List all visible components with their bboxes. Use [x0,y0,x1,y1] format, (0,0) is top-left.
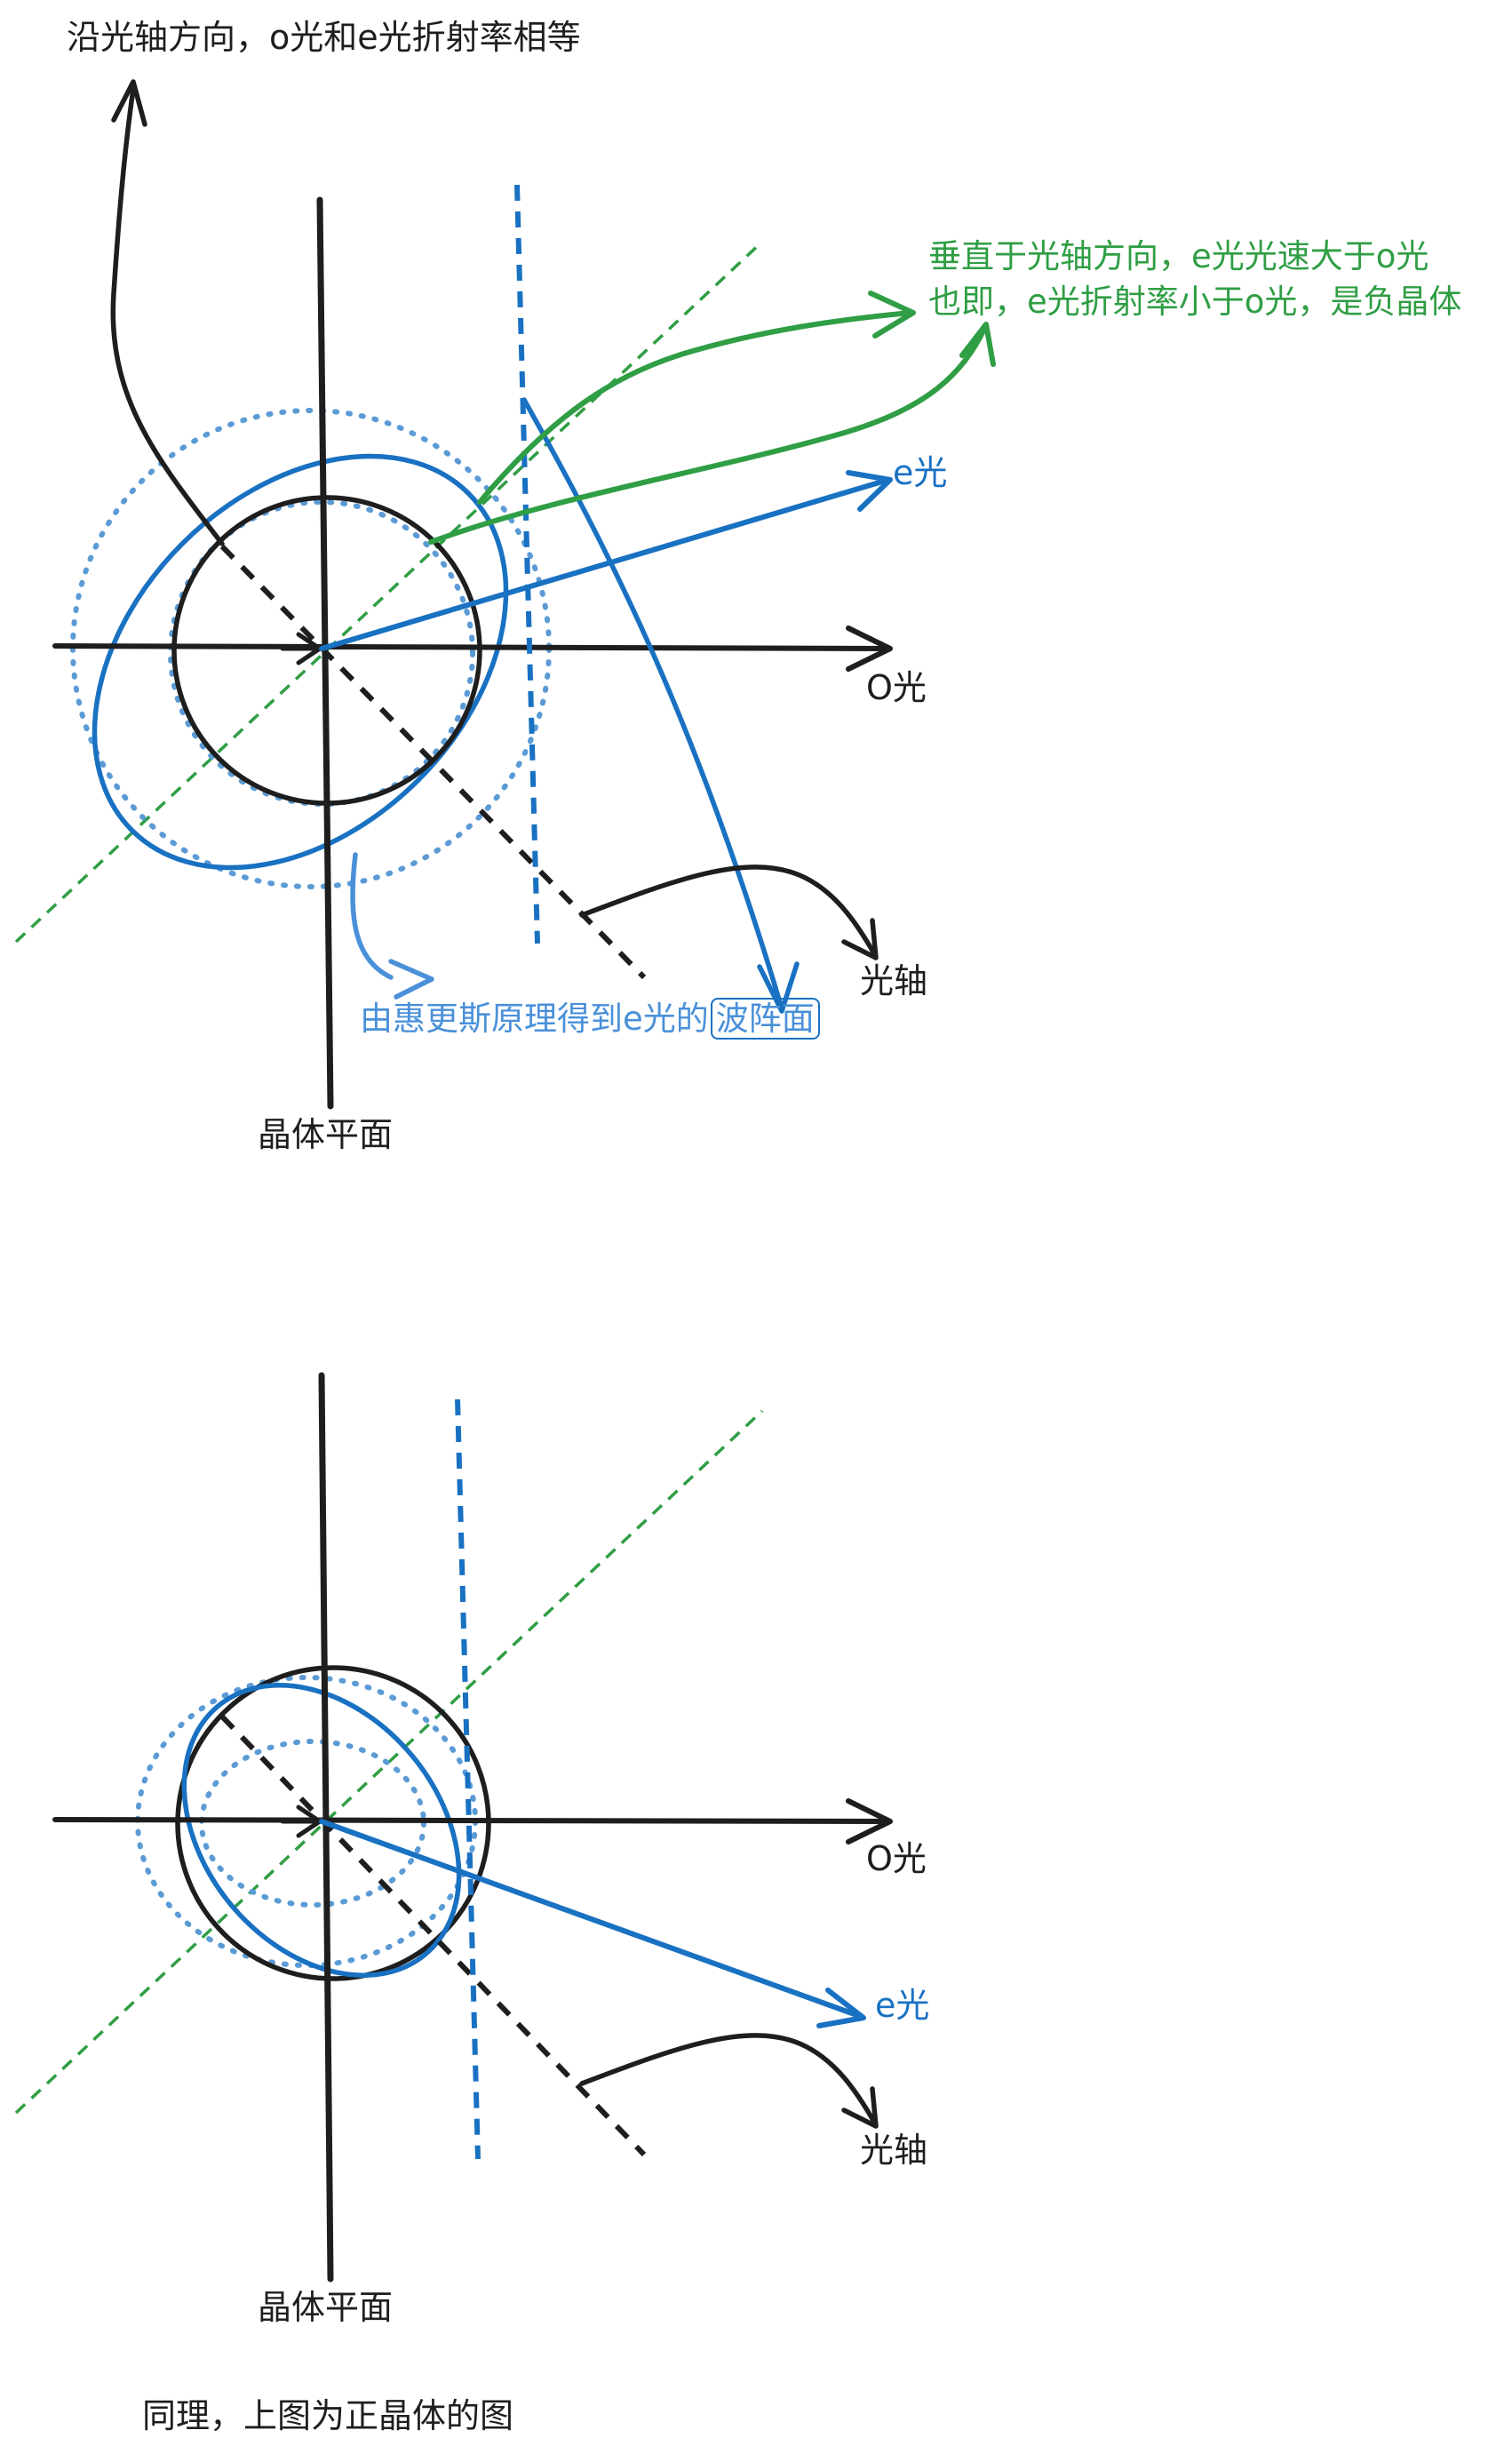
green-dashed-line [14,240,764,944]
green-note-arrowhead-2 [959,322,996,367]
e-wavefront-ellipse [92,453,509,871]
green-note-arrowhead-1 [868,291,916,339]
wavefront-highlight-box: 波阵面 [710,998,820,1040]
optic-axis-label-2: 光轴 [860,2131,928,2170]
o-ray-arrowhead-2 [846,1798,893,1844]
o-ray-label: O光 [866,668,927,707]
negative-crystal-note-line2: 也即，e光折射率小于o光，是负晶体 [928,283,1462,321]
e-ray-label: e光 [893,453,948,492]
e-wavefront-ellipse-2 [181,1683,462,1978]
crystal-plane-label: 晶体平面 [258,1115,394,1154]
optic-axis-label-arrowhead [841,918,879,960]
huygens-note: 由惠更斯原理得到e光的波阵面 [360,998,820,1040]
e-ray-arrowhead [846,470,893,512]
huygens-note-text: 由惠更斯原理得到e光的 [360,1000,709,1038]
wavefront-note-arrow [521,397,784,1011]
crystal-plane-line [316,196,334,1110]
huygens-note-arrow [350,852,394,980]
o-ray-label-2: O光 [866,1839,927,1878]
e-ray-line-2 [319,1819,864,2020]
center-arrow [280,632,322,665]
e-ray-line [319,477,891,651]
optic-axis-label-arrow-2 [579,2033,878,2126]
crystal-plane-label-2: 晶体平面 [258,2288,394,2327]
green-note-arrow-1 [477,310,913,505]
e-ray-arrowhead-2 [816,1988,866,2028]
optic-axis-note-arrowhead [111,79,147,127]
top-diagram [14,79,996,1110]
optic-axis-label: 光轴 [860,961,928,1000]
crystal-plane-line-2 [318,1372,334,2283]
huygens-note-arrowhead [388,959,434,1000]
optic-axis-label-arrow [579,864,878,958]
o-ray-axis [52,643,891,651]
bottom-diagram [14,1372,893,2283]
inner-dotted-circle [168,499,475,807]
wavefront-note-arrowhead [757,961,800,1014]
green-note-arrow-2 [428,326,987,545]
o-ray-arrowhead [846,625,893,672]
optic-axis-note: 沿光轴方向，o光和e光折射率相等 [67,18,581,57]
optic-axis-dashed [219,544,647,980]
tangent-dashed-line [514,184,540,944]
o-ray-axis-2 [52,1817,891,1824]
inner-dotted-ring-2 [199,1739,426,1908]
optic-axis-label-arrowhead-2 [841,2086,879,2129]
e-ray-label-2: e光 [875,1986,930,2025]
tangent-dashed-line-2 [455,1398,481,2160]
footer-note: 同理，上图为正晶体的图 [142,2396,514,2435]
negative-crystal-note-line1: 垂直于光轴方向，e光光速大于o光 [928,237,1429,275]
optic-axis-note-arrow [110,86,225,546]
